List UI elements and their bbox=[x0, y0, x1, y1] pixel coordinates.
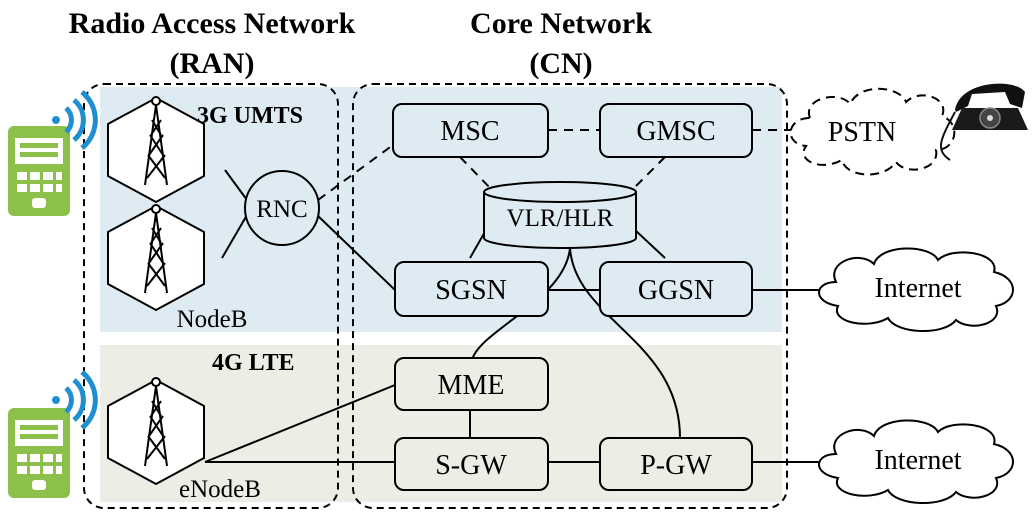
sgsn-label: SGSN bbox=[435, 275, 507, 306]
gmsc-label: GMSC bbox=[636, 116, 715, 147]
mme-label: MME bbox=[438, 370, 505, 401]
enodeb-label: eNodeB bbox=[179, 476, 261, 503]
link-vlr-pgw bbox=[569, 247, 681, 439]
signal-waves-icon-4g bbox=[52, 370, 98, 430]
telephone-icon bbox=[940, 83, 1028, 161]
link-enodeb-mme bbox=[204, 384, 396, 463]
signal-waves-icon-3g bbox=[52, 90, 98, 150]
node-gmsc: GMSC bbox=[599, 103, 753, 158]
ggsn-label: GGSN bbox=[638, 275, 714, 306]
node-msc: MSC bbox=[392, 103, 549, 158]
node-sgw: S-GW bbox=[394, 437, 549, 491]
node-rnc: RNC bbox=[244, 170, 320, 246]
rnc-label: RNC bbox=[256, 196, 307, 223]
cn-title-line1: Core Network bbox=[470, 7, 652, 40]
node-vlr-hlr: VLR/HLR bbox=[483, 181, 637, 249]
internet-cloud-4g: Internet bbox=[818, 419, 1014, 504]
tower-icon bbox=[144, 377, 168, 467]
sgw-label: S-GW bbox=[435, 450, 507, 481]
link-nodeb-top-rnc bbox=[224, 169, 248, 201]
link-rnc-sgsn bbox=[316, 214, 396, 291]
internet-label-3g: Internet bbox=[874, 273, 961, 304]
connection-lines bbox=[204, 169, 822, 463]
tower-icon bbox=[144, 96, 168, 186]
msc-label: MSC bbox=[440, 116, 499, 147]
nodeb-bottom bbox=[107, 204, 205, 312]
ran-title-line1: Radio Access Network bbox=[69, 7, 356, 40]
internet-label-4g: Internet bbox=[874, 445, 961, 476]
enodeb bbox=[107, 377, 205, 486]
link-nodeb-bottom-rnc bbox=[221, 214, 248, 259]
cn-title-line2: (CN) bbox=[529, 47, 592, 80]
node-mme: MME bbox=[394, 357, 549, 411]
phone-icon-3g bbox=[8, 126, 70, 216]
umts-section-label: 3G UMTS bbox=[197, 103, 303, 129]
pstn-cloud: PSTN bbox=[789, 87, 956, 176]
phone-icon-4g bbox=[8, 408, 70, 498]
pgw-label: P-GW bbox=[640, 450, 712, 481]
lte-section-label: 4G LTE bbox=[212, 350, 295, 376]
pstn-label: PSTN bbox=[828, 117, 896, 148]
link-msc-vlr bbox=[459, 156, 493, 191]
tower-icon bbox=[144, 204, 168, 294]
node-ggsn: GGSN bbox=[599, 261, 753, 317]
node-sgsn: SGSN bbox=[394, 261, 549, 317]
nodeb-top bbox=[107, 96, 205, 204]
link-ggsn-vlr bbox=[634, 229, 666, 259]
internet-cloud-3g: Internet bbox=[818, 247, 1014, 332]
vlr-hlr-label: VLR/HLR bbox=[507, 205, 614, 232]
ran-title-line2: (RAN) bbox=[170, 47, 255, 80]
ran-group-box bbox=[83, 83, 339, 509]
cn-group-box bbox=[352, 83, 788, 509]
node-pgw: P-GW bbox=[599, 437, 753, 491]
nodeb-label: NodeB bbox=[177, 306, 248, 333]
link-gmsc-vlr bbox=[631, 156, 666, 191]
